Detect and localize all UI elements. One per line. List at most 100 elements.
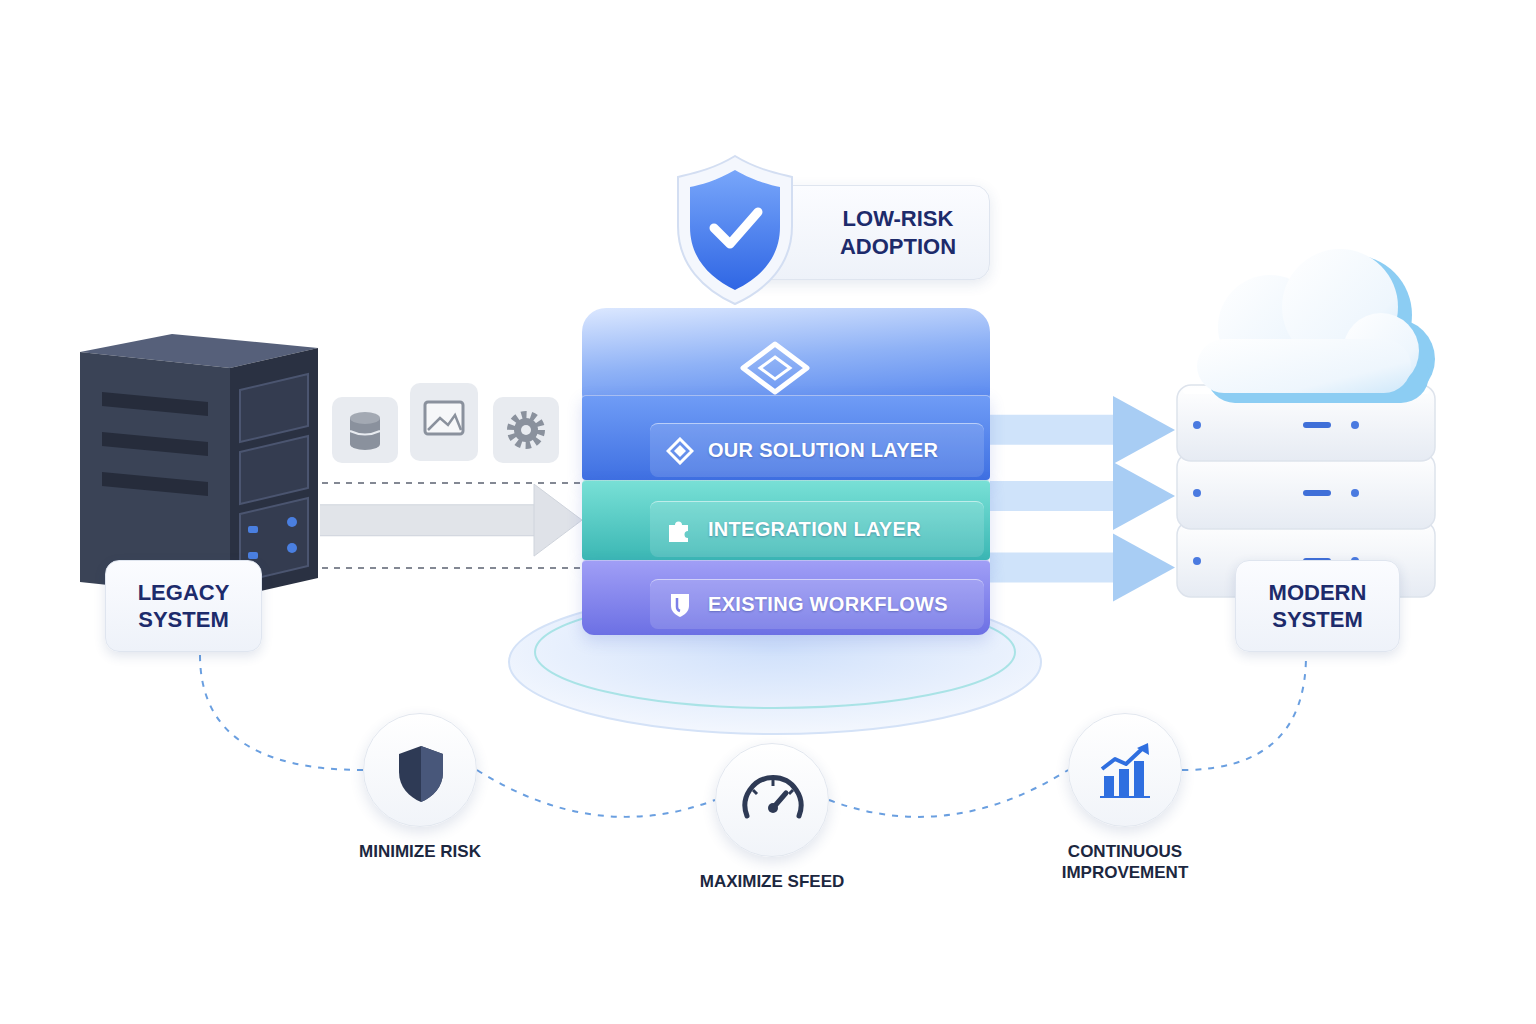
illustration-shape (671, 594, 689, 617)
illustration-shape (248, 552, 258, 559)
illustration-shape (287, 543, 297, 553)
layer-node: EXISTING WORKFLOWS (582, 560, 990, 635)
benefit-circle (363, 713, 477, 827)
image-icon-tile (410, 383, 478, 461)
legacy-node: LEGACY SYSTEM (80, 330, 320, 655)
illustration-shape (364, 714, 478, 828)
illustration-shape (666, 437, 694, 465)
circle-node: MINIMIZE RISK (300, 713, 540, 888)
stack-top-icon (743, 344, 807, 392)
illustration-shape (1137, 743, 1149, 755)
layer-node: OUR SOLUTION LAYER (582, 395, 990, 480)
connector (200, 655, 363, 770)
illustration-shape (399, 746, 443, 802)
illustration-shape (240, 436, 308, 504)
connector-line (1182, 655, 1306, 770)
illustration-shape (493, 397, 559, 463)
illustration-shape (669, 521, 688, 542)
illustration-shape (768, 803, 778, 813)
illustration-shape (668, 439, 692, 463)
illustration-shape (753, 790, 757, 794)
connector-line (320, 505, 536, 535)
connector-line (477, 770, 715, 817)
arrow-head (1113, 396, 1175, 464)
illustration-shape (332, 397, 398, 463)
layer-label: INTEGRATION LAYER (708, 518, 921, 541)
connector-line (829, 770, 1068, 817)
illustration-shape (240, 374, 308, 442)
illustration-shape (1351, 421, 1359, 429)
illustration-shape (1351, 489, 1359, 497)
connector-outline (320, 504, 536, 536)
illustration-shape (666, 516, 694, 544)
gear-icon-tile (493, 397, 559, 463)
layer-node: INTEGRATION LAYER (582, 480, 990, 560)
illustration-shape (1102, 748, 1143, 769)
benefit-circle (1068, 713, 1182, 827)
circle-node: MAXIMIZE SFEED (652, 743, 892, 918)
system-label-box: LEGACY SYSTEM (105, 560, 262, 652)
benefit-circle (715, 743, 829, 857)
badge-node: LOW-RISK ADOPTION (722, 185, 990, 280)
illustration-shape (789, 790, 793, 794)
dashed-guide (322, 482, 582, 484)
modern-node: MODERN SYSTEM (1175, 245, 1437, 655)
badge-label: LOW-RISK ADOPTION (823, 205, 973, 261)
connector (990, 462, 1175, 530)
system-label: MODERN SYSTEM (1248, 579, 1388, 633)
illustration-shape (102, 472, 208, 496)
illustration-shape (1177, 453, 1435, 529)
circle-node: CONTINUOUS IMPROVEMENT (1005, 713, 1245, 888)
system-label: LEGACY SYSTEM (114, 579, 254, 633)
illustration-shape (1197, 339, 1411, 393)
illustration-shape (1100, 796, 1150, 798)
connector (320, 484, 582, 556)
connector (477, 770, 715, 817)
illustration-shape (425, 402, 463, 434)
illustration-shape (287, 517, 297, 527)
illustration-shape (1303, 490, 1331, 496)
illustration-shape (350, 412, 380, 424)
illustration-shape (677, 598, 680, 611)
layer-label: EXISTING WORKFLOWS (708, 593, 948, 616)
connector (990, 396, 1175, 464)
illustration-shape (674, 445, 686, 457)
layer-band: INTEGRATION LAYER (650, 501, 984, 557)
illustration-shape (1119, 769, 1129, 796)
illustration-shape (511, 415, 541, 445)
illustration-shape (743, 344, 807, 392)
illustration-shape (1303, 422, 1331, 428)
connector-line (990, 415, 1115, 445)
system-label-box: MODERN SYSTEM (1235, 560, 1400, 652)
illustration-shape (514, 418, 538, 442)
arrow-head (1113, 534, 1175, 602)
illustration-shape (1193, 557, 1201, 565)
illustration-shape (666, 591, 694, 619)
illustration-shape (1069, 714, 1183, 828)
layer-band: OUR SOLUTION LAYER (650, 423, 984, 477)
illustration-shape (350, 438, 380, 450)
illustration-shape (760, 357, 790, 379)
illustration-shape (248, 526, 258, 533)
illustration-shape (521, 425, 531, 435)
connector (990, 534, 1175, 602)
connector (1182, 655, 1306, 770)
illustration-shape (745, 778, 801, 816)
benefit-label: CONTINUOUS IMPROVEMENT (1050, 841, 1200, 883)
connector-line (200, 655, 363, 770)
illustration-shape (428, 415, 461, 430)
illustration-shape (1104, 776, 1114, 796)
connector (829, 770, 1068, 817)
illustration-shape (1134, 761, 1144, 796)
arrow-head (534, 484, 582, 556)
illustration-shape (716, 744, 830, 858)
illustration-shape (772, 780, 775, 786)
layer-band: EXISTING WORKFLOWS (650, 579, 984, 629)
benefit-label: MAXIMIZE SFEED (672, 871, 872, 892)
benefit-label: MINIMIZE RISK (330, 841, 510, 862)
arrow-head (1113, 462, 1175, 530)
illustration-shape (421, 746, 443, 802)
illustration-shape (1193, 489, 1201, 497)
illustration-shape (102, 432, 208, 456)
